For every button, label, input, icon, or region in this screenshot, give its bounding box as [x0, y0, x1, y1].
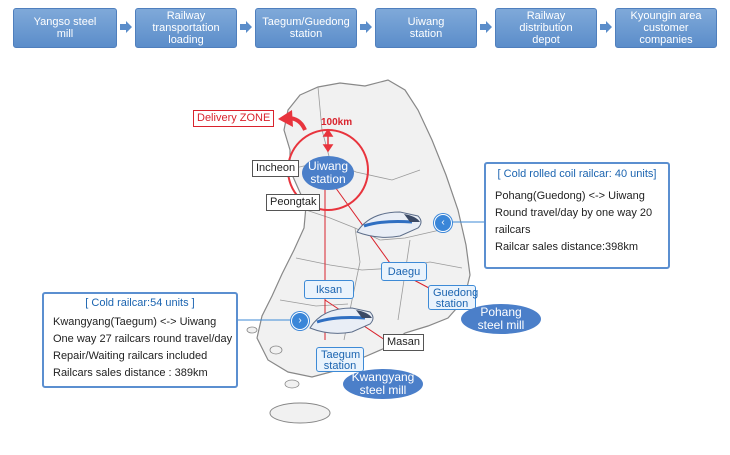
kwangyang-mill-marker: Kwangyang steel mill: [343, 369, 423, 399]
station-daegu: Daegu: [381, 262, 427, 281]
small-island: [269, 345, 283, 355]
flow-step-taegum-guedong: Taegum/Guedong station: [255, 8, 357, 48]
flow-step-railway-loading: Railway transportation loading: [135, 8, 237, 48]
leader-lines: [238, 221, 484, 321]
arrow-right-icon: [360, 21, 372, 33]
arrow-right-icon: [240, 21, 252, 33]
info-line: railcars: [495, 224, 531, 236]
chevron-right-icon[interactable]: ›: [291, 312, 309, 330]
radius-label: 100km: [321, 117, 353, 128]
flow-step-kyoungin-customers: Kyoungin area customer companies: [615, 8, 717, 48]
info-box-cold-rolled-coil: [ Cold rolled coil railcar: 40 units] Po…: [484, 162, 670, 269]
jeju-island: [269, 402, 331, 424]
city-incheon: Incheon: [252, 160, 300, 177]
city-peongtak: Peongtak: [266, 194, 321, 211]
info-line: One way 27 railcars round travel/day: [53, 333, 233, 345]
info-line: Kwangyang(Taegum) <-> Uiwang: [53, 316, 217, 328]
process-flow: Yangso steel mill Railway transportation…: [0, 0, 730, 60]
flow-step-distribution-depot: Railway distribution depot: [495, 8, 597, 48]
station-guedong: Guedong station: [428, 285, 478, 310]
train-icon-lower: [309, 307, 374, 334]
train-icon-upper: [356, 211, 422, 238]
info-line: Railcar sales distance:398km: [495, 241, 639, 253]
info-box-title: [ Cold rolled coil railcar: 40 units]: [497, 168, 657, 180]
station-taegum: Taegum station: [316, 347, 364, 372]
flow-step-yangso-mill: Yangso steel mill: [13, 8, 117, 48]
info-line: Pohang(Guedong) <-> Uiwang: [495, 190, 645, 202]
small-island: [246, 326, 258, 334]
radius-arrow: [322, 128, 334, 153]
small-island: [284, 379, 300, 389]
arrow-right-icon: [480, 21, 492, 33]
delivery-zone-label: Delivery ZONE: [193, 110, 275, 127]
info-line: Round travel/day by one way 20: [495, 207, 653, 219]
station-iksan: Iksan: [304, 280, 354, 299]
arrow-right-icon: [120, 21, 132, 33]
arrow-right-icon: [600, 21, 612, 33]
info-line: Railcars sales distance : 389km: [53, 367, 208, 379]
pohang-mill-marker: Pohang steel mill: [461, 304, 541, 334]
flow-step-uiwang: Uiwang station: [375, 8, 477, 48]
info-box-title: [ Cold railcar:54 units ]: [85, 297, 195, 309]
info-line: Repair/Waiting railcars included: [53, 350, 208, 362]
city-masan: Masan: [383, 334, 425, 351]
uiwang-station-marker: Uiwang station: [302, 156, 354, 190]
info-box-cold-railcar: [ Cold railcar:54 units ] Kwangyang(Taeg…: [42, 292, 238, 388]
chevron-left-icon[interactable]: ‹: [434, 214, 452, 232]
